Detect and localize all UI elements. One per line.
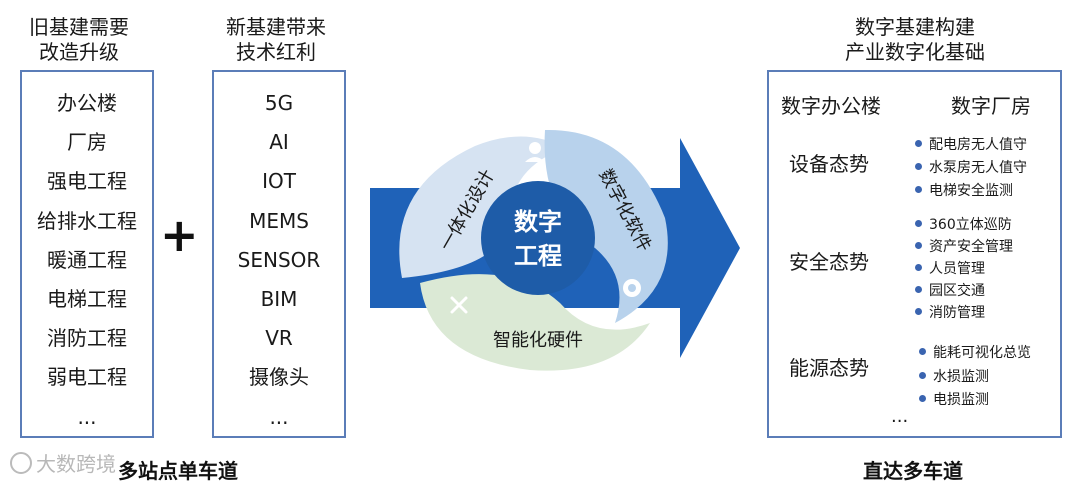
list-item: 电梯工程 <box>47 286 127 311</box>
new-infra-title-line1: 新基建带来 <box>226 15 326 39</box>
list-item: 暖通工程 <box>47 247 127 272</box>
bottom-right-caption: 直达多车道 <box>863 459 963 483</box>
list-item: AI <box>269 130 289 155</box>
list-item: 360立体巡防 <box>915 214 1012 234</box>
core-label-line1: 数字 <box>514 208 562 236</box>
digital-infra-title-line2: 产业数字化基础 <box>845 40 985 64</box>
digital-factory-header: 数字厂房 <box>951 94 1031 118</box>
energy-status-label: 能源态势 <box>789 356 869 380</box>
person-icon <box>525 142 545 162</box>
new-infra-title: 新基建带来 技术红利 <box>216 15 336 65</box>
watermark-logo-icon <box>10 451 32 474</box>
list-item: 给排水工程 <box>37 208 137 233</box>
old-infra-list: 办公楼 厂房 强电工程 给排水工程 暖通工程 电梯工程 消防工程 弱电工程 ..… <box>22 72 152 437</box>
bottom-left-caption: 多站点单车道 <box>118 459 238 483</box>
list-item: 厂房 <box>67 130 107 155</box>
list-item: 消防管理 <box>915 302 985 322</box>
old-infra-title: 旧基建需要 改造升级 <box>20 15 138 65</box>
new-infra-title-line2: 技术红利 <box>236 40 316 64</box>
core-label-line2: 工程 <box>514 242 562 270</box>
digital-engineering-diagram: 数字 工程 一体化设计 数字化软件 智能化硬件 <box>370 129 740 371</box>
list-item: ... <box>269 404 289 429</box>
equipment-status-label: 设备态势 <box>789 152 869 176</box>
design-segment <box>399 136 565 278</box>
list-item: 水泵房无人值守 <box>915 157 1027 177</box>
plus-sign: + <box>160 208 199 262</box>
new-infra-list: 5G AI IOT MEMS SENSOR BIM VR 摄像头 ... <box>214 72 344 437</box>
list-item: BIM <box>260 286 298 311</box>
old-infra-title-line1: 旧基建需要 <box>29 15 129 39</box>
list-item: SENSOR <box>237 247 321 272</box>
list-item: 水损监测 <box>919 366 989 386</box>
list-item: 摄像头 <box>249 365 309 390</box>
list-item: 办公楼 <box>57 91 117 115</box>
hardware-segment <box>420 274 650 371</box>
gear-icon <box>623 279 641 297</box>
more-ellipsis: ... <box>891 406 909 427</box>
old-infra-box: 办公楼 厂房 强电工程 给排水工程 暖通工程 电梯工程 消防工程 弱电工程 ..… <box>20 70 154 438</box>
list-item: 强电工程 <box>47 169 127 194</box>
security-status-label: 安全态势 <box>789 250 869 274</box>
hardware-label: 智能化硬件 <box>493 330 583 351</box>
core-circle <box>481 181 595 295</box>
list-item: 配电房无人值守 <box>915 134 1027 154</box>
list-item: VR <box>265 326 293 351</box>
list-item: 园区交通 <box>915 280 985 300</box>
list-item: 人员管理 <box>915 258 985 278</box>
digital-office-header: 数字办公楼 <box>781 94 881 118</box>
list-item: 电梯安全监测 <box>915 180 1013 200</box>
list-item: 5G <box>264 91 294 115</box>
list-item: MEMS <box>249 208 309 233</box>
list-item: IOT <box>262 169 296 194</box>
watermark-text: 大数跨境 <box>36 452 116 476</box>
old-infra-title-line2: 改造升级 <box>39 40 119 64</box>
digital-infra-title-line1: 数字基建构建 <box>855 15 975 39</box>
list-item: 电损监测 <box>919 389 989 409</box>
list-item: 资产安全管理 <box>915 236 1013 256</box>
digital-infra-title: 数字基建构建 产业数字化基础 <box>815 15 1015 65</box>
watermark: 大数跨境 <box>10 448 116 477</box>
tools-icon <box>450 296 468 314</box>
list-item: ... <box>77 404 97 429</box>
list-item: 弱电工程 <box>47 365 127 390</box>
new-infra-box: 5G AI IOT MEMS SENSOR BIM VR 摄像头 ... <box>212 70 346 438</box>
digital-infra-box: 数字办公楼 数字厂房 设备态势 配电房无人值守 水泵房无人值守 电梯安全监测 安… <box>767 70 1062 438</box>
list-item: 能耗可视化总览 <box>919 342 1031 362</box>
software-segment <box>544 129 668 323</box>
list-item: 消防工程 <box>47 326 127 351</box>
